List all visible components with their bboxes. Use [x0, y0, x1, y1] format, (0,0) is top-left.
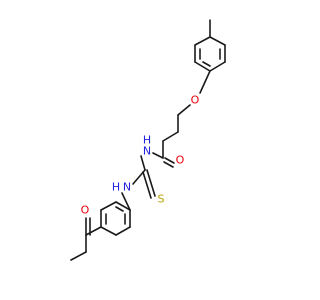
- bond-line: [194, 36, 211, 46]
- bond-line: [70, 251, 87, 261]
- ether-oxygen-label: O: [191, 94, 200, 107]
- bond-line: [163, 161, 174, 168]
- amide-oxygen-label: O: [176, 154, 185, 167]
- bond-line: [100, 201, 117, 211]
- bond-line: [177, 104, 191, 116]
- sulfur-label: S: [158, 193, 165, 206]
- molecule-structure-diagram: O O N H N H S O: [70, 19, 226, 261]
- thiourea-nitrogen-label: N: [123, 181, 131, 194]
- bond-line: [146, 169, 156, 197]
- bond-line: [162, 131, 179, 142]
- bond-line: [194, 61, 211, 72]
- bond-line: [115, 226, 131, 236]
- bond-line: [140, 155, 146, 171]
- thiourea-nitrogen-h-label: H: [112, 181, 120, 194]
- bond-line: [164, 157, 175, 164]
- amide-nitrogen-label: N: [143, 145, 151, 158]
- bond-line: [100, 226, 117, 236]
- bond-line: [121, 192, 131, 211]
- bond-line: [209, 36, 226, 46]
- bond-line: [209, 61, 226, 72]
- ketone-oxygen-label: O: [81, 204, 90, 217]
- bond-lines: [70, 19, 226, 261]
- bond-line: [152, 152, 164, 159]
- bond-line: [199, 70, 211, 94]
- atom-labels: O O N H N H S O: [81, 94, 200, 217]
- bond-line: [132, 169, 146, 185]
- bond-line: [115, 206, 124, 212]
- bond-line: [115, 201, 131, 211]
- bond-line: [142, 171, 152, 199]
- amide-nitrogen-h-label: H: [143, 134, 151, 147]
- bond-line: [85, 226, 102, 236]
- bond-line: [202, 61, 211, 67]
